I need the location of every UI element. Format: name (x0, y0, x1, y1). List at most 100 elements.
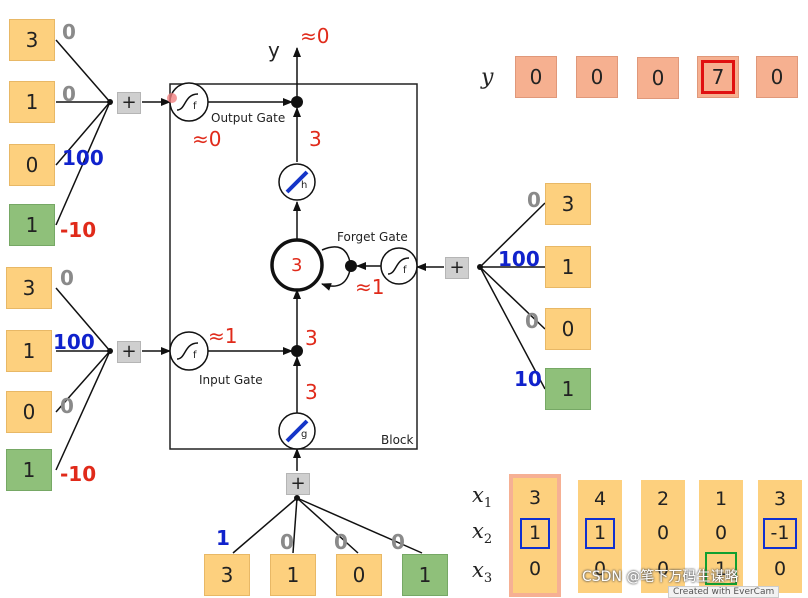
x3-value: 0 (528, 558, 542, 580)
input-gate-input-2: 1 (6, 330, 52, 372)
output-multiply-node (291, 96, 303, 108)
output-gate-sigmoid (169, 82, 209, 122)
forget-gate-value: ≈1 (355, 275, 385, 299)
input-gate-label: Input Gate (199, 373, 263, 387)
output-gate-input-bias: 1 (9, 204, 55, 246)
output-gate-label: Output Gate (211, 111, 286, 125)
output-gate-weight-2: 0 (62, 82, 76, 106)
sequence-y-label: y (481, 65, 494, 90)
cell-value: 3 (291, 255, 303, 276)
x1-label: x1 (472, 483, 493, 512)
g-symbol: g (301, 429, 308, 440)
x3-value: 1 (714, 558, 728, 580)
output-gate-weight-3: 100 (62, 146, 104, 170)
cell-input-weight-bias: 0 (391, 530, 405, 554)
forget-gate-input-2: 1 (545, 246, 591, 288)
output-gate-f-symbol: f (193, 101, 197, 112)
cell-input-sum-node: + (286, 473, 310, 495)
x3-value: 0 (593, 558, 607, 580)
forget-gate-input-bias: 1 (545, 368, 591, 410)
output-gate-sum-node: + (117, 92, 141, 114)
forget-gate-label: Forget Gate (337, 230, 408, 244)
x2-value: -1 (770, 522, 790, 544)
block-output-y-value: ≈0 (300, 24, 330, 48)
x2-highlight (585, 518, 615, 549)
x1-value: 3 (528, 487, 542, 509)
y-value-1: 0 (515, 56, 557, 98)
cell-input-bias: 1 (402, 554, 448, 596)
x1-value: 2 (656, 488, 670, 510)
input-gate-connections (55, 287, 111, 471)
input-gate-weight-3: 0 (60, 394, 74, 418)
input-gate-input-bias: 1 (6, 449, 52, 491)
input-gate-weight-1: 0 (60, 266, 74, 290)
forget-gate-input-3: 0 (545, 308, 591, 350)
x2-label: x2 (472, 519, 493, 548)
input-gate-sigmoid (169, 331, 209, 371)
g-output-value: 3 (305, 380, 318, 404)
input-gate-f-symbol: f (193, 350, 197, 361)
cell-input-1: 3 (204, 554, 250, 596)
cursor-dot-icon (167, 93, 177, 103)
x2-value: 1 (528, 522, 542, 544)
forget-multiply-node (345, 260, 357, 272)
output-gate-connections (55, 39, 111, 226)
input-multiply-value: 3 (305, 326, 318, 350)
cell-input-weight-1: 1 (216, 526, 230, 550)
forget-gate-f-symbol: f (403, 265, 407, 276)
csdn-watermark: CSDN @笔下万码生谋略 (582, 569, 739, 585)
sequence-column-3: 2 0 0 (641, 480, 685, 593)
forget-gate-weight-2: 100 (498, 247, 540, 271)
sequence-column-2: 4 1 0 (578, 480, 622, 593)
input-gate-input-1: 3 (6, 267, 52, 309)
sequence-column-4: 1 0 1 (699, 480, 743, 593)
y-value-3: 0 (637, 57, 679, 99)
cell-input-3: 0 (336, 554, 382, 596)
cell-input-connections (232, 497, 423, 554)
x3-highlight (705, 552, 737, 585)
output-gate-input-2: 1 (9, 81, 55, 123)
h-activation (278, 163, 316, 201)
g-activation (278, 412, 316, 450)
x3-label: x3 (472, 558, 493, 587)
output-gate-weight-1: 0 (62, 20, 76, 44)
cell-input-2: 1 (270, 554, 316, 596)
y-value-2: 0 (576, 56, 618, 98)
block-label: Block (381, 433, 414, 447)
forget-gate-connections (479, 202, 546, 390)
forget-gate-input-1: 3 (545, 183, 591, 225)
memory-cell (270, 238, 324, 292)
x1-value: 1 (714, 488, 728, 510)
output-gate-value: ≈0 (192, 127, 222, 151)
forget-gate-weight-1: 0 (527, 188, 541, 212)
output-gate-input-1: 3 (9, 19, 55, 61)
y-value-5: 0 (756, 56, 798, 98)
forget-gate-weight-3: 0 (525, 309, 539, 333)
cell-input-weight-3: 0 (334, 530, 348, 554)
sequence-column-1: 3 1 0 (513, 478, 557, 593)
output-gate-input-3: 0 (9, 144, 55, 186)
x2-highlight (520, 518, 550, 549)
x2-value: 0 (656, 522, 670, 544)
input-gate-weight-2: 100 (53, 330, 95, 354)
input-gate-value: ≈1 (208, 324, 238, 348)
h-output-value: 3 (309, 127, 322, 151)
x2-value: 0 (714, 522, 728, 544)
input-multiply-node (291, 345, 303, 357)
forget-gate-weight-bias: 10 (514, 367, 542, 391)
cell-input-weight-2: 0 (280, 530, 294, 554)
x3-value: 0 (773, 558, 787, 580)
block-output-y-label: y (268, 38, 280, 62)
x1-value: 3 (773, 488, 787, 510)
x2-value: 1 (593, 522, 607, 544)
h-symbol: h (301, 180, 308, 191)
y-value-4: 7 (697, 56, 739, 98)
output-gate-weight-bias: -10 (60, 218, 97, 242)
input-gate-weight-bias: -10 (60, 462, 97, 486)
x3-value: 0 (656, 558, 670, 580)
input-gate-sum-node: + (117, 341, 141, 363)
sequence-column-5: 3 -1 0 (758, 480, 802, 593)
x2-highlight (763, 518, 797, 549)
input-gate-input-3: 0 (6, 391, 52, 433)
